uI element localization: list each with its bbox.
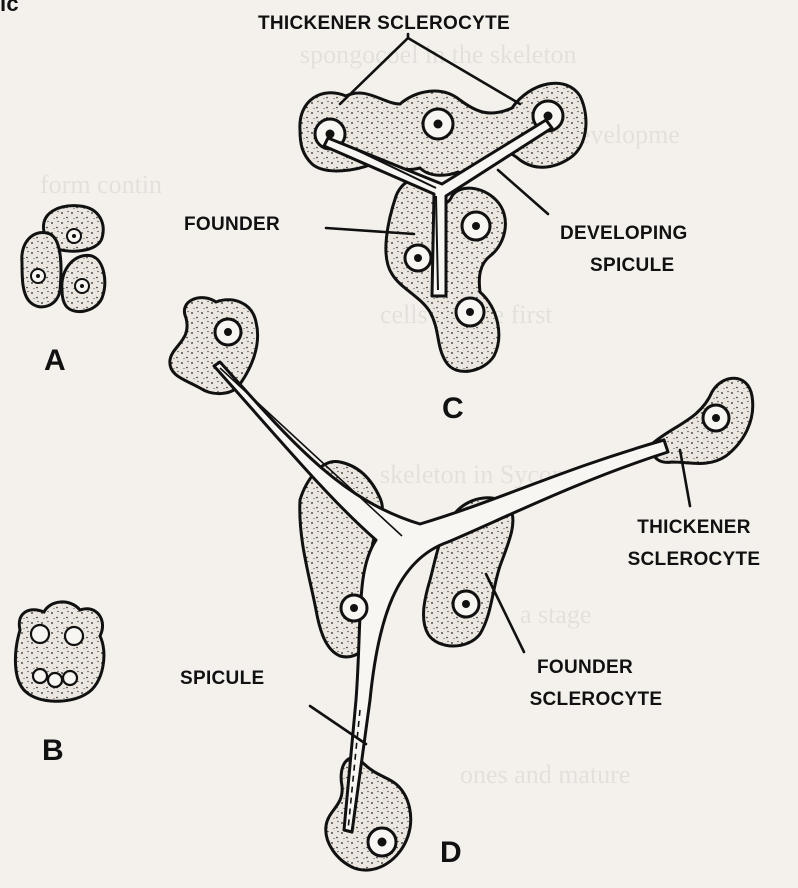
panel-label-d: D xyxy=(440,838,462,868)
label-developing-spicule-line1: DEVELOPING xyxy=(560,222,688,246)
label-thickener-d-line1: THICKENER xyxy=(624,516,764,540)
panel-label-b: B xyxy=(42,736,64,766)
label-thickener-d-line2: SCLEROCYTE xyxy=(608,548,780,572)
panel-label-c: C xyxy=(442,394,464,424)
leader-founder-d xyxy=(486,574,524,652)
label-founder-c: FOUNDER xyxy=(184,213,280,237)
panel-a-cells xyxy=(22,206,105,312)
panel-label-a: A xyxy=(44,346,66,376)
leader-developing-spicule xyxy=(498,170,548,214)
panel-d-thickener-bottom xyxy=(326,758,411,870)
label-developing-spicule-line2: SPICULE xyxy=(590,254,674,278)
label-spicule-d: SPICULE xyxy=(180,667,264,691)
panel-d-thickener-upper-left xyxy=(170,298,258,394)
label-founder-d-line1: FOUNDER xyxy=(510,656,660,680)
corner-text: ic xyxy=(0,0,19,16)
label-thickener-sclerocyte-top: THICKENER SCLEROCYTE xyxy=(258,12,510,36)
label-founder-d-line2: SCLEROCYTE xyxy=(496,688,696,712)
panel-d-cells xyxy=(170,298,753,870)
